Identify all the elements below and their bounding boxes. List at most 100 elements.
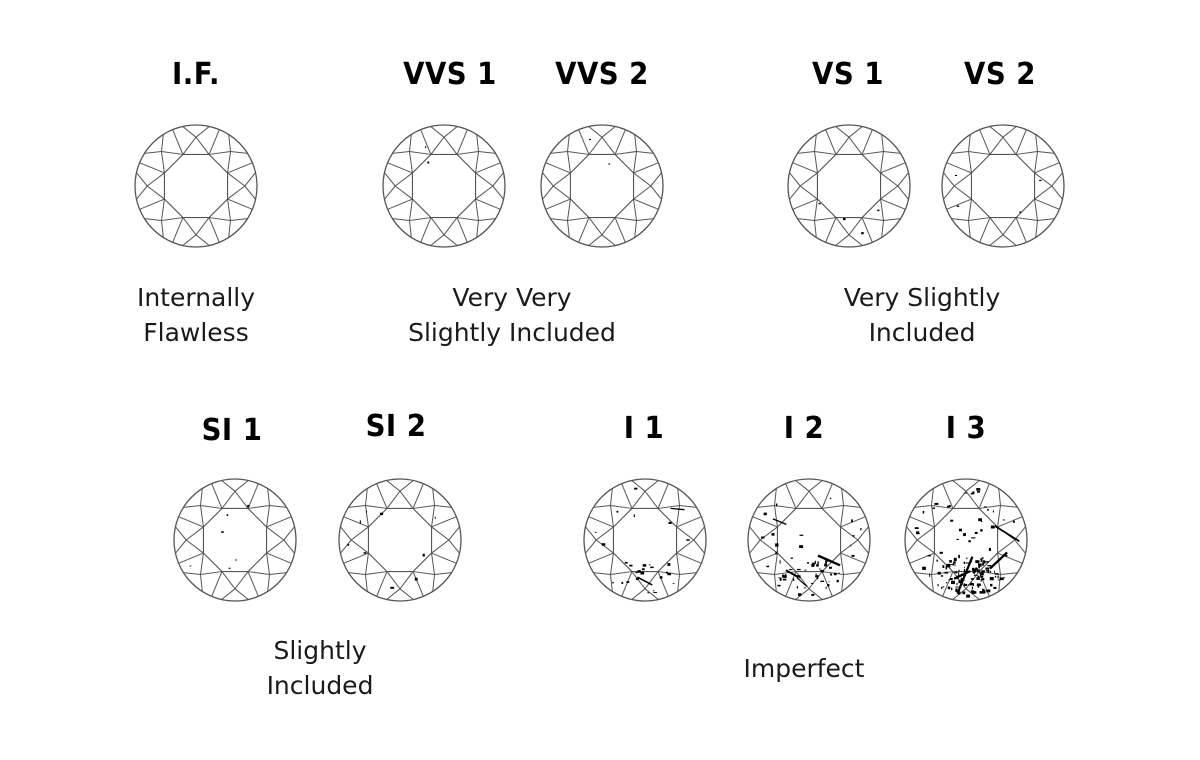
diamond-facet <box>456 217 468 243</box>
diamond-facet <box>448 526 460 541</box>
diamond-facet <box>457 150 479 155</box>
diamond-facet <box>1035 134 1039 152</box>
diamond-facet <box>399 588 414 600</box>
diamond-facet <box>909 552 935 564</box>
diamond-facet <box>840 516 866 528</box>
inclusion-mark <box>819 568 821 570</box>
diamond-facet <box>953 172 972 187</box>
caption-internally-flawless: Internally Flawless <box>26 280 366 350</box>
diamond-girdle <box>173 478 297 602</box>
inclusion-mark <box>958 580 963 584</box>
inclusion-mark <box>414 577 418 581</box>
diamond-facet <box>211 483 223 509</box>
inclusion-mark <box>637 570 641 573</box>
diamond-facet <box>409 217 431 222</box>
diamond-facet <box>408 151 413 173</box>
diamond-facet <box>178 516 204 528</box>
diamond-facet <box>1035 220 1039 238</box>
diamond-facet <box>965 571 980 590</box>
diamond-facet <box>797 218 815 222</box>
inclusion-mark <box>635 577 639 580</box>
inclusion-mark <box>649 564 651 566</box>
inclusion-mark <box>990 583 993 587</box>
inclusion-mark <box>978 518 982 522</box>
diamond-facet <box>399 571 414 590</box>
diamond-facet <box>799 185 818 200</box>
diamond-facet <box>476 220 480 238</box>
diamond-facet <box>248 571 270 576</box>
diamond-facet <box>585 526 597 541</box>
diamond-facet <box>475 198 501 210</box>
diamond-facet <box>350 539 369 554</box>
inclusions <box>914 488 1020 598</box>
diamond-facet <box>677 488 681 506</box>
diamond-girdle <box>382 124 506 248</box>
inclusion-mark <box>942 565 945 568</box>
diamond-facet <box>228 134 232 152</box>
diamond <box>382 124 506 248</box>
grade-label-vs2: VS 2 <box>964 57 1036 92</box>
diamond-facet <box>906 526 918 541</box>
diamond-facet <box>199 505 204 527</box>
inclusion-mark <box>985 567 990 570</box>
inclusion-mark <box>775 551 778 555</box>
inclusion-mark <box>228 567 231 569</box>
diamond-facet <box>434 504 452 508</box>
diamond-facet <box>1015 129 1027 155</box>
inclusion-mark <box>771 533 775 536</box>
inclusion-mark <box>963 570 965 573</box>
inclusion-mark <box>948 505 951 507</box>
inclusion-mark <box>922 566 926 570</box>
diamond-facet <box>443 217 458 236</box>
inclusion-mark <box>974 531 978 534</box>
inclusion-mark <box>347 543 350 546</box>
diamond <box>747 478 871 602</box>
diamond-facet <box>792 162 818 174</box>
diamond-facet <box>813 220 817 238</box>
inclusion-mark <box>966 557 968 560</box>
inclusion-streak <box>772 518 787 526</box>
grade-label-i1: I 1 <box>623 411 665 446</box>
diamond-facet <box>840 552 866 564</box>
diamond-facet <box>195 136 210 155</box>
inclusion-mark <box>936 559 938 562</box>
diamond-facet <box>967 220 971 238</box>
inclusion-mark <box>917 533 920 534</box>
diamond-facet <box>848 217 863 236</box>
inclusion-mark <box>945 566 948 570</box>
inclusion-mark <box>982 560 986 564</box>
diamond-facet <box>386 588 401 600</box>
inclusion-mark <box>812 562 815 566</box>
diamond-facet <box>183 572 201 576</box>
grade-label-i2: I 2 <box>783 411 825 446</box>
inclusion-mark <box>977 575 980 580</box>
inclusion-mark <box>973 574 978 576</box>
diamond-facet <box>946 198 972 210</box>
diamond-facet <box>914 504 932 508</box>
inclusion-mark <box>958 572 960 576</box>
diamond-facet <box>609 553 614 575</box>
diamond-facet <box>1034 172 1053 187</box>
grade-label-si1: SI 1 <box>201 413 263 448</box>
inclusion-mark <box>775 543 779 547</box>
diamond-facet <box>182 217 197 236</box>
diamond-facet <box>631 588 646 600</box>
diamond-facet <box>952 480 967 492</box>
diamond-table <box>816 153 882 219</box>
diamond-facet <box>797 150 815 154</box>
diamond-facet <box>588 552 614 564</box>
diamond-facet <box>1051 185 1063 200</box>
inclusion-mark <box>820 580 825 582</box>
diamond-facet <box>931 571 953 576</box>
diamond-facet <box>199 574 203 592</box>
diamond-facet <box>431 505 436 527</box>
diamond-facet <box>244 172 256 187</box>
inclusion-mark <box>830 573 832 576</box>
inclusion-mark <box>956 205 960 207</box>
inclusions <box>589 138 611 165</box>
diamond-facet <box>247 483 259 509</box>
diamond-facet <box>862 150 884 155</box>
diamond-facet <box>234 588 249 600</box>
inclusions <box>761 497 862 596</box>
